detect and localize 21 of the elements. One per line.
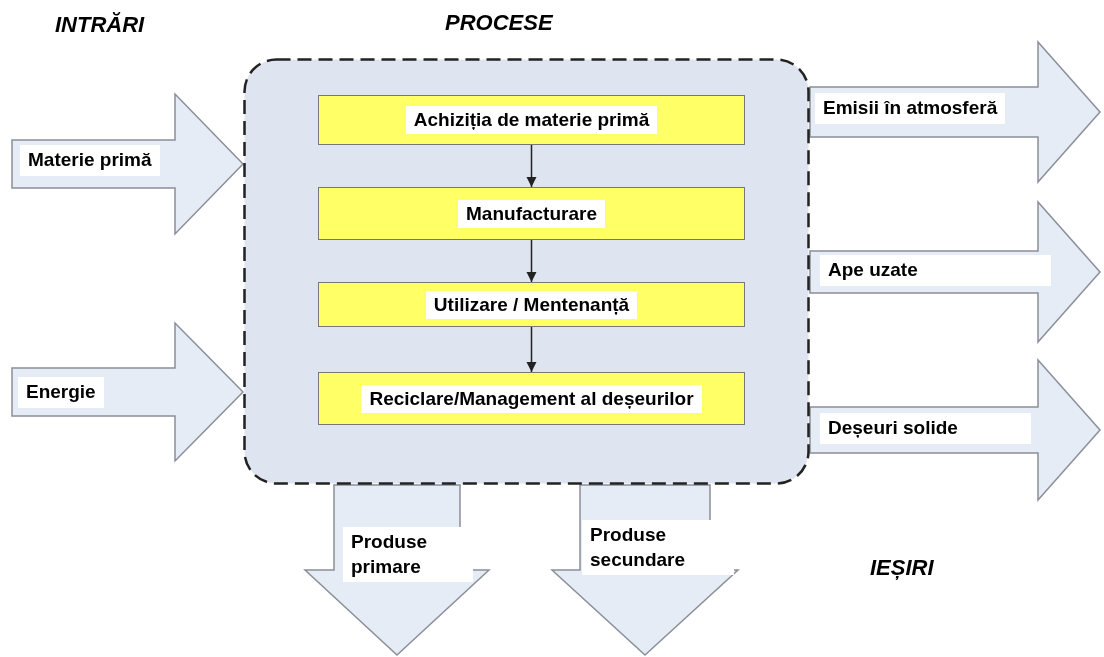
section-heading: IEȘIRI bbox=[870, 555, 934, 581]
arrow bbox=[526, 144, 537, 188]
process-box bbox=[318, 372, 745, 425]
box-label: Manufacturare bbox=[458, 199, 605, 228]
edge-label: Materie primă bbox=[20, 145, 160, 176]
box-label: Utilizare / Mentenanță bbox=[425, 290, 638, 319]
edge-label: Produse secundare bbox=[582, 520, 734, 576]
edge-label: Emisii în atmosferă bbox=[815, 93, 1006, 124]
arrow bbox=[526, 239, 537, 283]
edge-label: Energie bbox=[18, 377, 104, 408]
box-label: Achiziția de materie primă bbox=[405, 106, 658, 134]
edge-label: Deșeuri solide bbox=[820, 413, 1031, 444]
box-label: Reciclare/Management al deșeurilor bbox=[361, 384, 702, 413]
process-box bbox=[318, 95, 745, 145]
process-box bbox=[318, 282, 745, 327]
section-heading: INTRĂRI bbox=[55, 12, 145, 38]
group-title: PROCESE bbox=[445, 10, 553, 36]
process-box bbox=[318, 187, 745, 240]
arrow bbox=[526, 326, 537, 373]
edge-label: Produse primare bbox=[343, 527, 473, 583]
edge-label: Ape uzate bbox=[820, 255, 1051, 286]
